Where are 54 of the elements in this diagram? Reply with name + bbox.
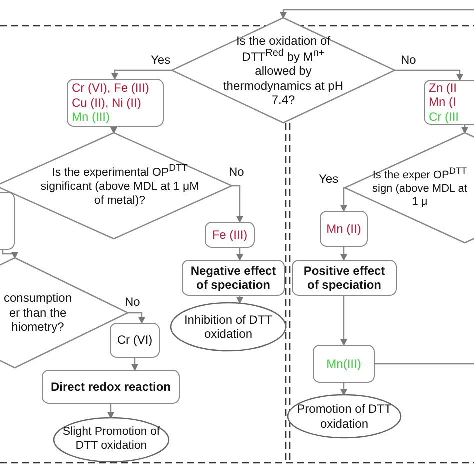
node-text: Cr (VI) bbox=[117, 333, 153, 348]
outcome-ellipse bbox=[54, 418, 169, 462]
node-text: Mn (II) bbox=[326, 222, 362, 236]
edge-label: No bbox=[228, 165, 246, 179]
node-text: consumption er than the hiometry? bbox=[2, 291, 74, 335]
node-text: Cr (III bbox=[429, 110, 459, 124]
node-text: Is the experimental OP$^{DTT}$ significant (above MDL at 1 μM of metal)? bbox=[40, 163, 200, 209]
node-text: Mn (III) bbox=[72, 110, 110, 125]
edge-label: No bbox=[124, 295, 142, 309]
arrow bbox=[461, 125, 469, 134]
arrow bbox=[340, 383, 348, 396]
arrow bbox=[395, 70, 464, 82]
node-text: Zn (II bbox=[429, 80, 458, 96]
node-text: Is the oxidation of DTT$^{Red}$ by M$^{n+}$ allowed by thermodynamics at pH 7.4? bbox=[222, 34, 345, 108]
node-text: Promotion of DTT oxidation bbox=[296, 402, 393, 431]
edge-label: No bbox=[400, 53, 418, 67]
decision-diamond bbox=[0, 133, 232, 239]
outcome-ellipse bbox=[288, 395, 401, 438]
arrow bbox=[340, 187, 348, 212]
arrow bbox=[280, 9, 474, 20]
process-box bbox=[205, 222, 255, 248]
process-box bbox=[292, 260, 397, 296]
arrow bbox=[107, 404, 115, 420]
arrow bbox=[236, 248, 244, 262]
edge-label: Yes bbox=[150, 53, 172, 67]
arrow bbox=[131, 358, 139, 372]
node-text: Inhibition of DTT oxidation bbox=[183, 312, 274, 342]
process-box bbox=[110, 323, 160, 358]
process-box bbox=[42, 370, 180, 404]
node-text: Mn (I bbox=[429, 95, 456, 110]
node-text: Fe (III) bbox=[212, 228, 248, 242]
decision-diamond bbox=[172, 18, 395, 123]
process-box bbox=[320, 211, 368, 247]
node-text: Mn(III) bbox=[326, 356, 362, 372]
node-text: Negative effect of speciation bbox=[190, 264, 278, 292]
process-box bbox=[313, 345, 375, 383]
process-box bbox=[67, 79, 164, 127]
node-text: Direct redox reaction bbox=[50, 380, 172, 394]
arrow bbox=[2, 250, 19, 260]
arrow bbox=[110, 127, 118, 134]
arrow bbox=[340, 296, 348, 346]
process-box bbox=[182, 260, 285, 296]
arrow bbox=[236, 296, 244, 304]
node-text: Is the exper OP$^{DTT}$ sign (above MDL at 1 μ bbox=[372, 166, 468, 210]
edge-label: Yes bbox=[318, 172, 340, 186]
node-text: Slight Promotion of DTT oxidation bbox=[62, 426, 162, 454]
arrow bbox=[111, 70, 172, 80]
node-text: Cu (II), Ni (II) bbox=[72, 96, 142, 110]
arrow bbox=[232, 185, 244, 224]
outcome-ellipse bbox=[171, 303, 286, 351]
arrow bbox=[340, 247, 348, 262]
arrow bbox=[128, 312, 146, 324]
node-text: Positive effect of speciation bbox=[302, 264, 386, 292]
node-text: Cr (VI), Fe (III) bbox=[72, 81, 150, 96]
